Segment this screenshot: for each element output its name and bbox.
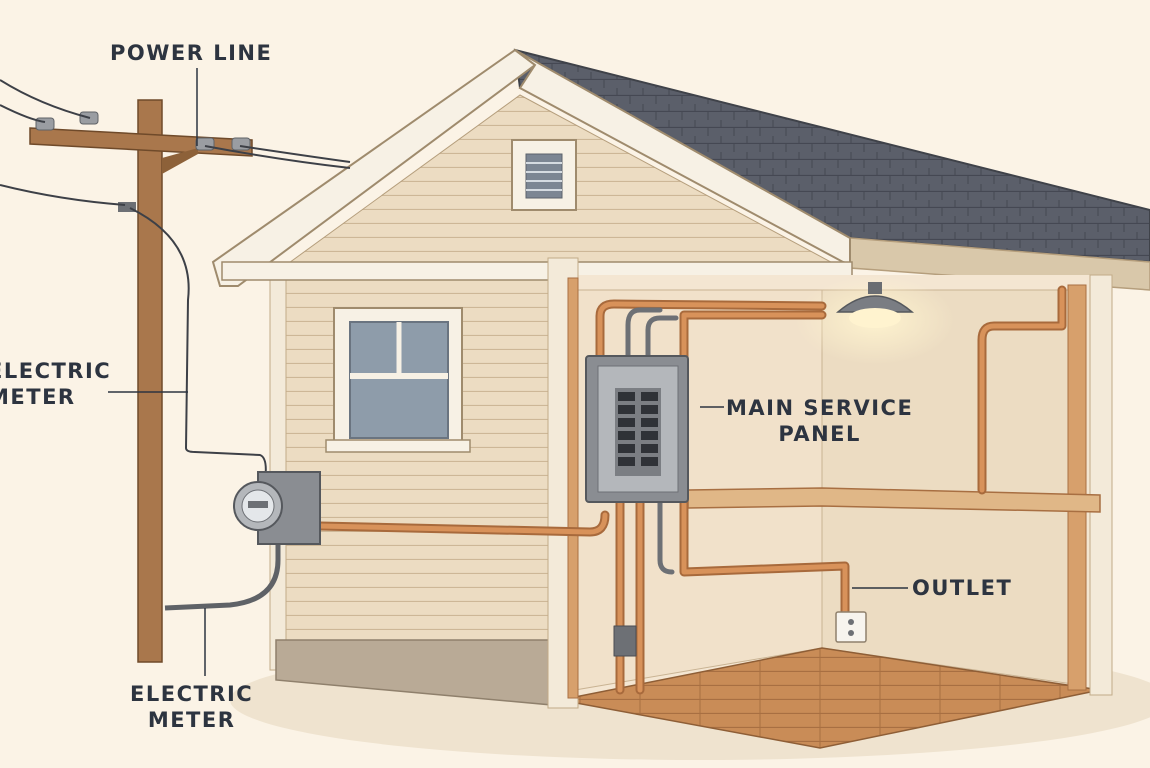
label-electric-meter-bottom-line1: ELECTRIC [130,682,254,706]
electric-meter [164,471,321,611]
label-power-line: POWER LINE [110,41,273,65]
power-lines [0,79,351,481]
label-main-service-panel: MAIN SERVICE PANEL [726,395,913,447]
conduits [315,285,1067,695]
label-electric-meter-left-line1: ELECTRIC [0,359,112,383]
label-leaders [108,68,908,676]
window [325,307,471,453]
ceiling-light [795,275,955,365]
label-main-service-panel-line1: MAIN SERVICE [726,396,914,420]
label-electric-meter-bottom: ELECTRIC METER [130,681,253,733]
label-electric-meter-left: ELECTRIC METER [0,358,111,410]
label-outlet: OUTLET [912,576,1013,600]
label-electric-meter-bottom-line2: METER [147,708,236,732]
label-electric-meter-left-line2: METER [0,385,76,409]
main-service-panel [585,355,689,503]
interior-cutaway [547,257,1113,749]
gable-vent [511,139,577,211]
label-main-service-panel-line2: PANEL [778,422,861,446]
gable-trim [211,48,853,287]
corner-trim [269,267,287,671]
utility-pole [29,99,253,663]
outlet-receptacle [835,611,867,643]
